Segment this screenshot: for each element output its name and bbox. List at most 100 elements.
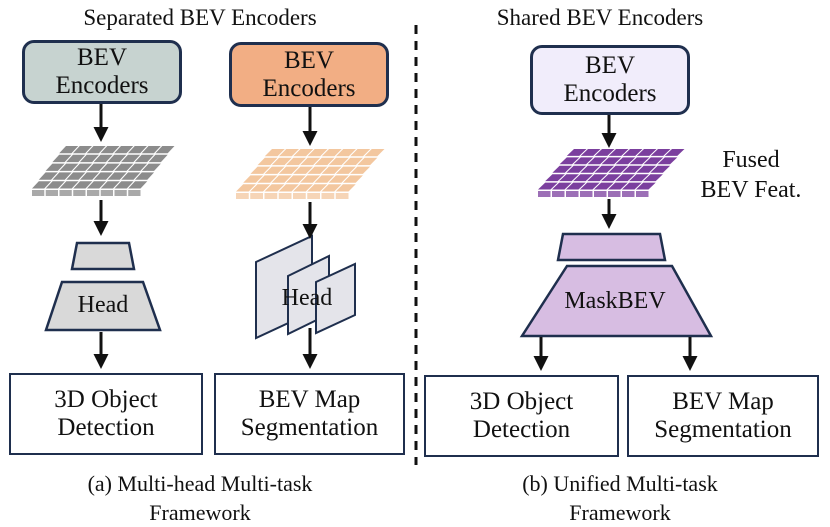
grid-cell [566,149,587,156]
grid-cell [321,184,342,192]
detection-head-label: Head [77,292,129,318]
grid-cell [243,175,264,183]
grid-cell [343,157,364,166]
grid-cell [148,154,168,163]
grid-cell [114,146,134,154]
grid-cell [552,182,572,190]
bev-feature-grid-segmentation [236,149,385,199]
grid-cell [128,163,148,171]
detection-output-line1: 3D Object [54,386,158,413]
grid-cell [321,166,342,174]
grid-edge-cell [622,191,635,197]
grid-cell [155,146,175,154]
grid-cell [127,146,147,154]
bev-encoder-b-line1: BEV [284,46,334,74]
grid-cell [300,175,321,183]
grid-cell [350,166,371,174]
grid-cell [601,157,622,165]
grid-cell [636,149,657,156]
fused-label-line1: Fused [722,147,780,173]
segmentation-output-line1: BEV Map [258,386,361,413]
grid-cell [342,175,363,183]
grid-edge-cell [250,193,263,199]
grid-cell [650,149,671,156]
grid-cell [545,174,565,182]
grid-cell [38,172,58,180]
grid-cell [643,157,664,165]
grid-edge-cell [114,190,127,196]
grid-cell [594,149,615,156]
grid-edge-cell [236,193,249,199]
grid-cell [250,184,271,192]
detection-head-trapezoid [44,280,162,332]
grid-edge-cell [636,191,649,197]
grid-cell [72,146,92,154]
grid-cell [73,181,93,189]
grid-cell [364,149,385,157]
grid-cell [135,172,155,180]
detection-head-small-trapezoid [70,241,136,271]
grid-cell [278,166,299,174]
unified-segmentation-line2: Segmentation [654,416,792,443]
grid-cell [307,166,328,174]
grid-cell [608,149,629,156]
right-caption: (b) Unified Multi-task Framework [440,470,800,527]
grid-cell [580,165,601,173]
grid-cell [643,174,663,182]
fused-bev-feature-grid [538,149,685,197]
grid-cell [566,182,586,190]
seg-head-plane-3 [315,262,356,335]
grid-cell [73,163,93,171]
grid-cell [285,175,306,183]
maskbev-trapezoid [519,264,714,338]
grid-cell [257,175,278,183]
unified-detection-output-box: 3D Object Detection [424,375,619,457]
grid-cell [114,163,134,171]
grid-cell [286,157,307,166]
segmentation-head-label: Head [281,285,333,311]
grid-edge-cell [552,191,565,197]
grid-edge-cell [278,193,292,199]
grid-edge-cell [321,193,335,199]
grid-edge-cell [566,191,579,197]
grid-cell [264,184,285,192]
grid-edge-cell [32,190,45,196]
grid-cell [615,157,636,165]
grid-edge-cell [100,190,113,196]
grid-cell [86,146,106,154]
grid-edge-cell [307,193,320,199]
grid-cell [293,184,313,192]
grid-cell [300,157,321,166]
fused-bev-feature-label: Fused BEV Feat. [686,145,816,205]
grid-cell [336,149,356,157]
grid-cell [279,149,299,157]
grid-cell [328,175,349,183]
grid-cell [629,174,649,182]
bev-encoder-a-line1: BEV [77,44,127,71]
grid-cell [636,182,656,190]
shared-bev-encoder-line1: BEV [585,52,635,79]
left-caption-line2: Framework [149,499,251,525]
grid-cell [328,157,349,166]
grid-cell [657,157,678,165]
grid-cell [580,182,600,190]
unified-detection-line2: Detection [472,416,571,443]
grid-cell [357,157,378,166]
grid-cell [314,157,335,166]
grid-cell [608,165,629,173]
grid-cell [52,172,72,180]
grid-cell [573,174,593,182]
unified-segmentation-line1: BEV Map [672,388,774,415]
grid-cell [293,149,314,157]
grid-cell [622,182,642,190]
grid-cell [59,146,79,154]
grid-cell [566,165,587,173]
grid-cell [293,166,314,174]
grid-edge-cell [608,191,621,197]
bev-encoder-b-line2: Encoders [262,74,356,102]
grid-cell [86,163,106,171]
grid-edge-cell [538,191,551,197]
grid-cell [45,181,65,189]
grid-cell [594,165,615,173]
